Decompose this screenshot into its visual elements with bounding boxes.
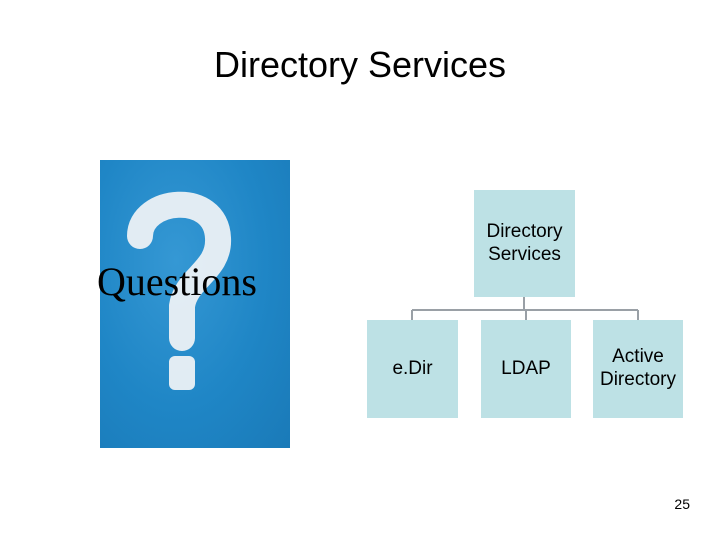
node-edir: e.Dir xyxy=(367,320,458,418)
node-ldap: LDAP xyxy=(481,320,571,418)
node-directory-services: Directory Services xyxy=(474,190,575,297)
slide-title: Directory Services xyxy=(213,44,507,85)
questions-label: Questions xyxy=(97,259,257,304)
node-active-directory: Active Directory xyxy=(593,320,683,418)
question-mark-icon xyxy=(127,191,231,390)
page-number: 25 xyxy=(674,496,690,512)
question-image xyxy=(100,160,290,448)
